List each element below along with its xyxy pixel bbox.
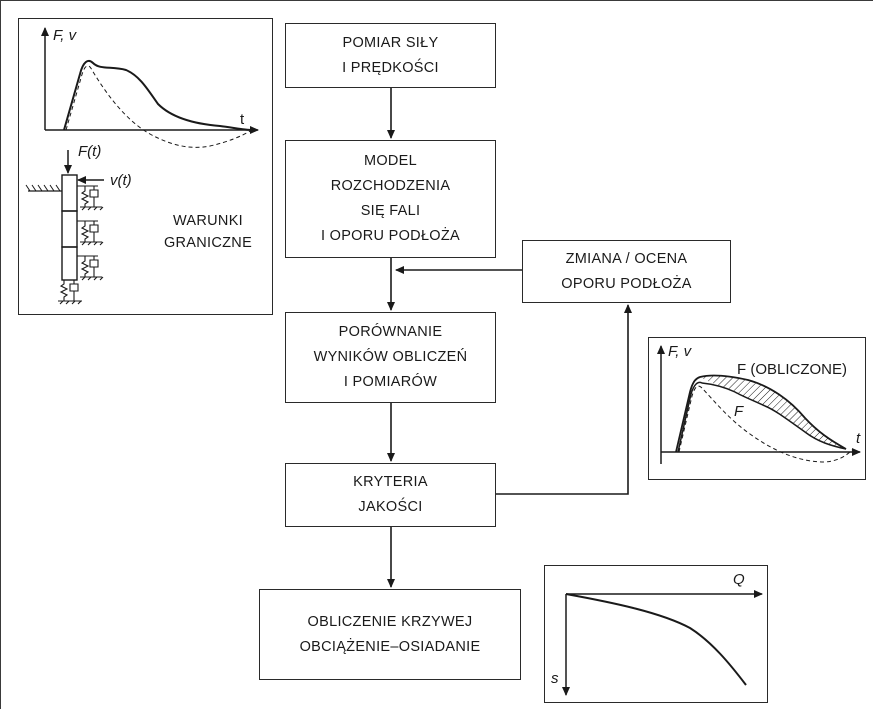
boundary-caption: WARUNKI GRANICZNE xyxy=(148,210,268,255)
box-porownanie-line-2: WYNIKÓW OBLICZEŃ xyxy=(313,349,468,366)
boundary-axis-y-label: F, v xyxy=(53,27,78,44)
shaft-resistance-3 xyxy=(77,255,104,281)
box-kryteria-line-2: JAKOŚCI xyxy=(358,499,423,515)
shaft-resistance-1 xyxy=(77,185,104,211)
match-measured-curve xyxy=(677,381,847,453)
box-porownanie: PORÓWNANIE WYNIKÓW OBLICZEŃ I POMIARÓW xyxy=(285,312,496,403)
pile-model: F(t) v(t) xyxy=(25,143,132,305)
box-zmiana-line-1: ZMIANA / OCENA xyxy=(565,250,688,267)
box-obliczenie: OBLICZENIE KRZYWEJ OBCIĄŻENIE–OSIADANIE xyxy=(259,589,521,680)
match-hatched-area xyxy=(700,375,846,449)
shaft-resistance-2 xyxy=(77,220,104,246)
panel-load-settlement xyxy=(544,565,768,703)
ground-hatch xyxy=(25,184,61,192)
box-porownanie-line-1: PORÓWNANIE xyxy=(338,324,443,341)
load-settlement-graph: Q s xyxy=(551,571,763,696)
pile-segment-2 xyxy=(61,210,78,248)
match-axis-x-label: t xyxy=(856,430,861,447)
box-kryteria: KRYTERIA JAKOŚCI xyxy=(285,463,496,527)
match-computed-label: F (OBLICZONE) xyxy=(737,361,847,378)
velocity-label: v(t) xyxy=(110,172,132,189)
box-model-line-1: MODEL xyxy=(363,153,418,170)
panel-boundary-conditions xyxy=(18,18,273,315)
panel-signal-match xyxy=(648,337,866,480)
boundary-velocity-curve xyxy=(65,65,253,148)
ls-curve xyxy=(565,593,747,686)
flow-arrows xyxy=(387,88,632,588)
boundary-graph: F, v t xyxy=(41,27,259,148)
match-velocity-curve xyxy=(678,385,853,463)
ls-axis-y-label: s xyxy=(551,670,559,687)
box-model-line-2: ROZCHODZENIA xyxy=(330,178,451,195)
box-kryteria-line-1: KRYTERIA xyxy=(353,474,428,491)
box-model-line-4: I OPORU PODŁOŻA xyxy=(320,227,461,244)
toe-resistance xyxy=(58,280,82,305)
arrow-kryteria-to-zmiana xyxy=(496,304,632,495)
box-model-line-3: SIĘ FALI xyxy=(360,203,421,219)
box-zmiana: ZMIANA / OCENA OPORU PODŁOŻA xyxy=(522,240,731,303)
match-measured-label: F xyxy=(734,403,744,420)
match-computed-curve xyxy=(675,374,847,453)
pile-segment-1 xyxy=(61,174,78,212)
boundary-caption-line-2: GRANICZNE xyxy=(163,235,253,252)
boundary-caption-line-1: WARUNKI xyxy=(172,213,244,229)
box-pomiar-line-1: POMIAR SIŁY xyxy=(342,34,439,51)
box-obliczenie-line-1: OBLICZENIE KRZYWEJ xyxy=(307,613,473,630)
match-axis-y-label: F, v xyxy=(668,343,693,360)
box-pomiar-line-2: I PRĘDKOŚCI xyxy=(342,59,439,76)
box-porownanie-line-3: I POMIARÓW xyxy=(343,373,438,390)
box-model: MODEL ROZCHODZENIA SIĘ FALI I OPORU PODŁOŻA xyxy=(285,140,496,258)
force-label: F(t) xyxy=(78,143,101,160)
box-zmiana-line-2: OPORU PODŁOŻA xyxy=(561,275,692,292)
boundary-force-curve xyxy=(63,59,253,131)
ls-axis-x-label: Q xyxy=(733,571,745,588)
boundary-axis-x-label: t xyxy=(240,111,245,128)
box-obliczenie-line-2: OBCIĄŻENIE–OSIADANIE xyxy=(299,638,481,655)
box-pomiar: POMIAR SIŁY I PRĘDKOŚCI xyxy=(285,23,496,88)
pile-segment-3 xyxy=(61,246,78,281)
signal-match-graph: F, v t F (OBLICZONE) F xyxy=(657,343,861,464)
